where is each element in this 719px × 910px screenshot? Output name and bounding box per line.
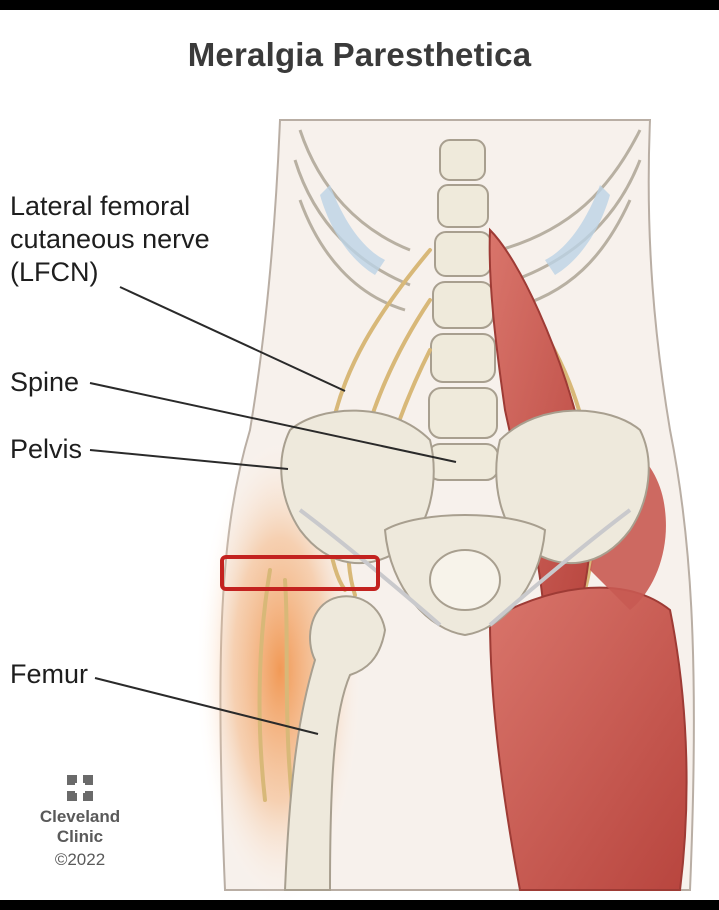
page-title: Meralgia Paresthetica: [0, 36, 719, 74]
anatomy-illustration: [0, 10, 719, 900]
clinic-logo-icon: [67, 775, 93, 801]
cleveland-clinic-logo: Cleveland Clinic ©2022: [30, 775, 130, 871]
label-lfcn-line2: cutaneous nerve: [10, 223, 210, 256]
label-lfcn-line1: Lateral femoral: [10, 190, 210, 223]
logo-name-line2: Clinic: [30, 827, 130, 847]
label-lfcn: Lateral femoral cutaneous nerve (LFCN): [10, 190, 210, 289]
highlight-box: [220, 555, 380, 591]
label-femur: Femur: [10, 658, 88, 691]
logo-copyright: ©2022: [30, 849, 130, 871]
label-pelvis: Pelvis: [10, 433, 82, 466]
label-spine: Spine: [10, 366, 79, 399]
thigh-muscles: [490, 588, 687, 890]
label-lfcn-line3: (LFCN): [10, 256, 210, 289]
logo-name-line1: Cleveland: [30, 807, 130, 827]
spine-vertebrae: [428, 140, 498, 480]
